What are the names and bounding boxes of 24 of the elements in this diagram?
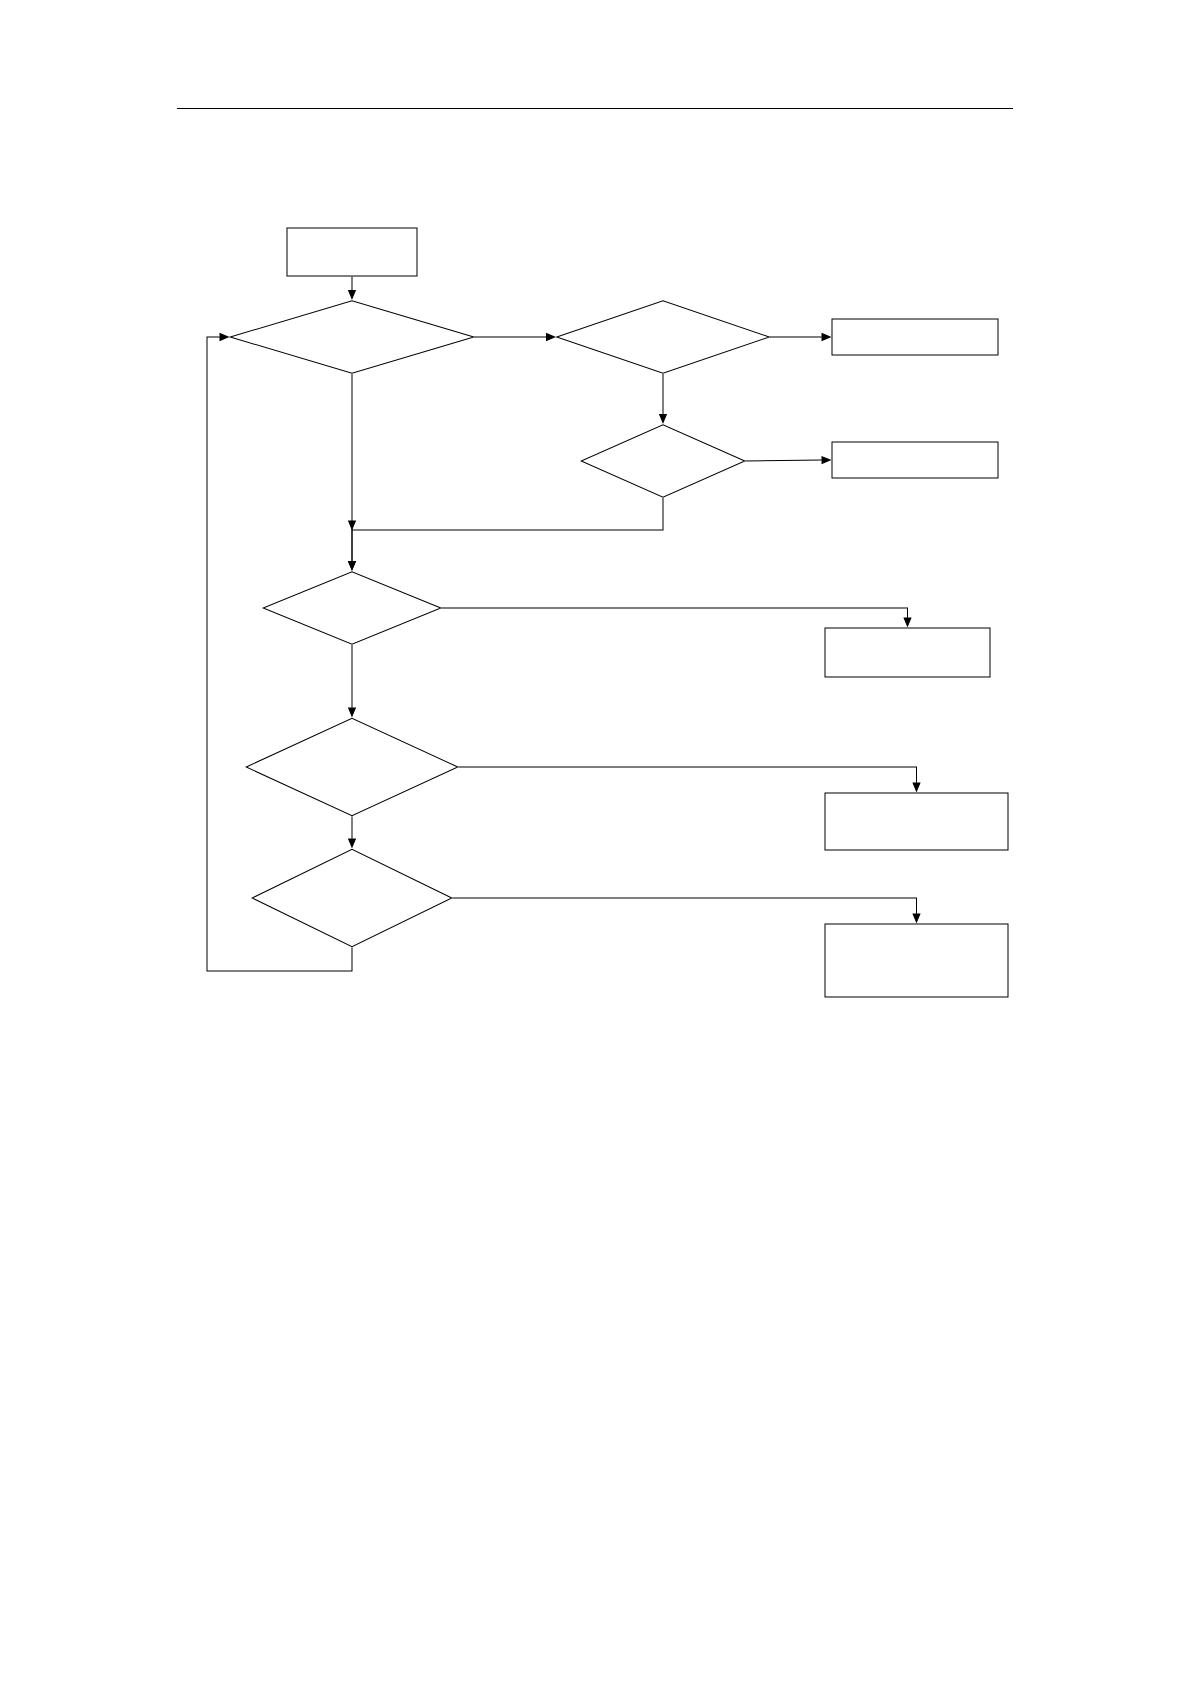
decision-diamond — [556, 300, 770, 374]
arrow — [452, 897, 921, 923]
arrow — [348, 644, 356, 717]
process-box — [824, 923, 1009, 998]
arrow — [745, 456, 831, 464]
decision-diamond — [580, 424, 746, 498]
decision-diamond — [229, 300, 475, 374]
arrow — [348, 816, 356, 848]
arrow — [458, 766, 921, 792]
arrow — [348, 497, 664, 571]
arrow — [474, 333, 556, 341]
process-box — [831, 318, 999, 356]
process-box — [831, 441, 999, 479]
arrow — [206, 333, 353, 972]
process-box — [824, 792, 1009, 851]
arrow — [659, 373, 667, 424]
process-box — [824, 627, 991, 678]
arrow — [348, 276, 356, 300]
decision-diamond — [262, 571, 442, 645]
decision-diamond — [251, 848, 453, 948]
arrow — [769, 333, 831, 341]
arrow — [441, 607, 912, 627]
process-box — [286, 227, 418, 277]
decision-diamond — [245, 717, 459, 817]
